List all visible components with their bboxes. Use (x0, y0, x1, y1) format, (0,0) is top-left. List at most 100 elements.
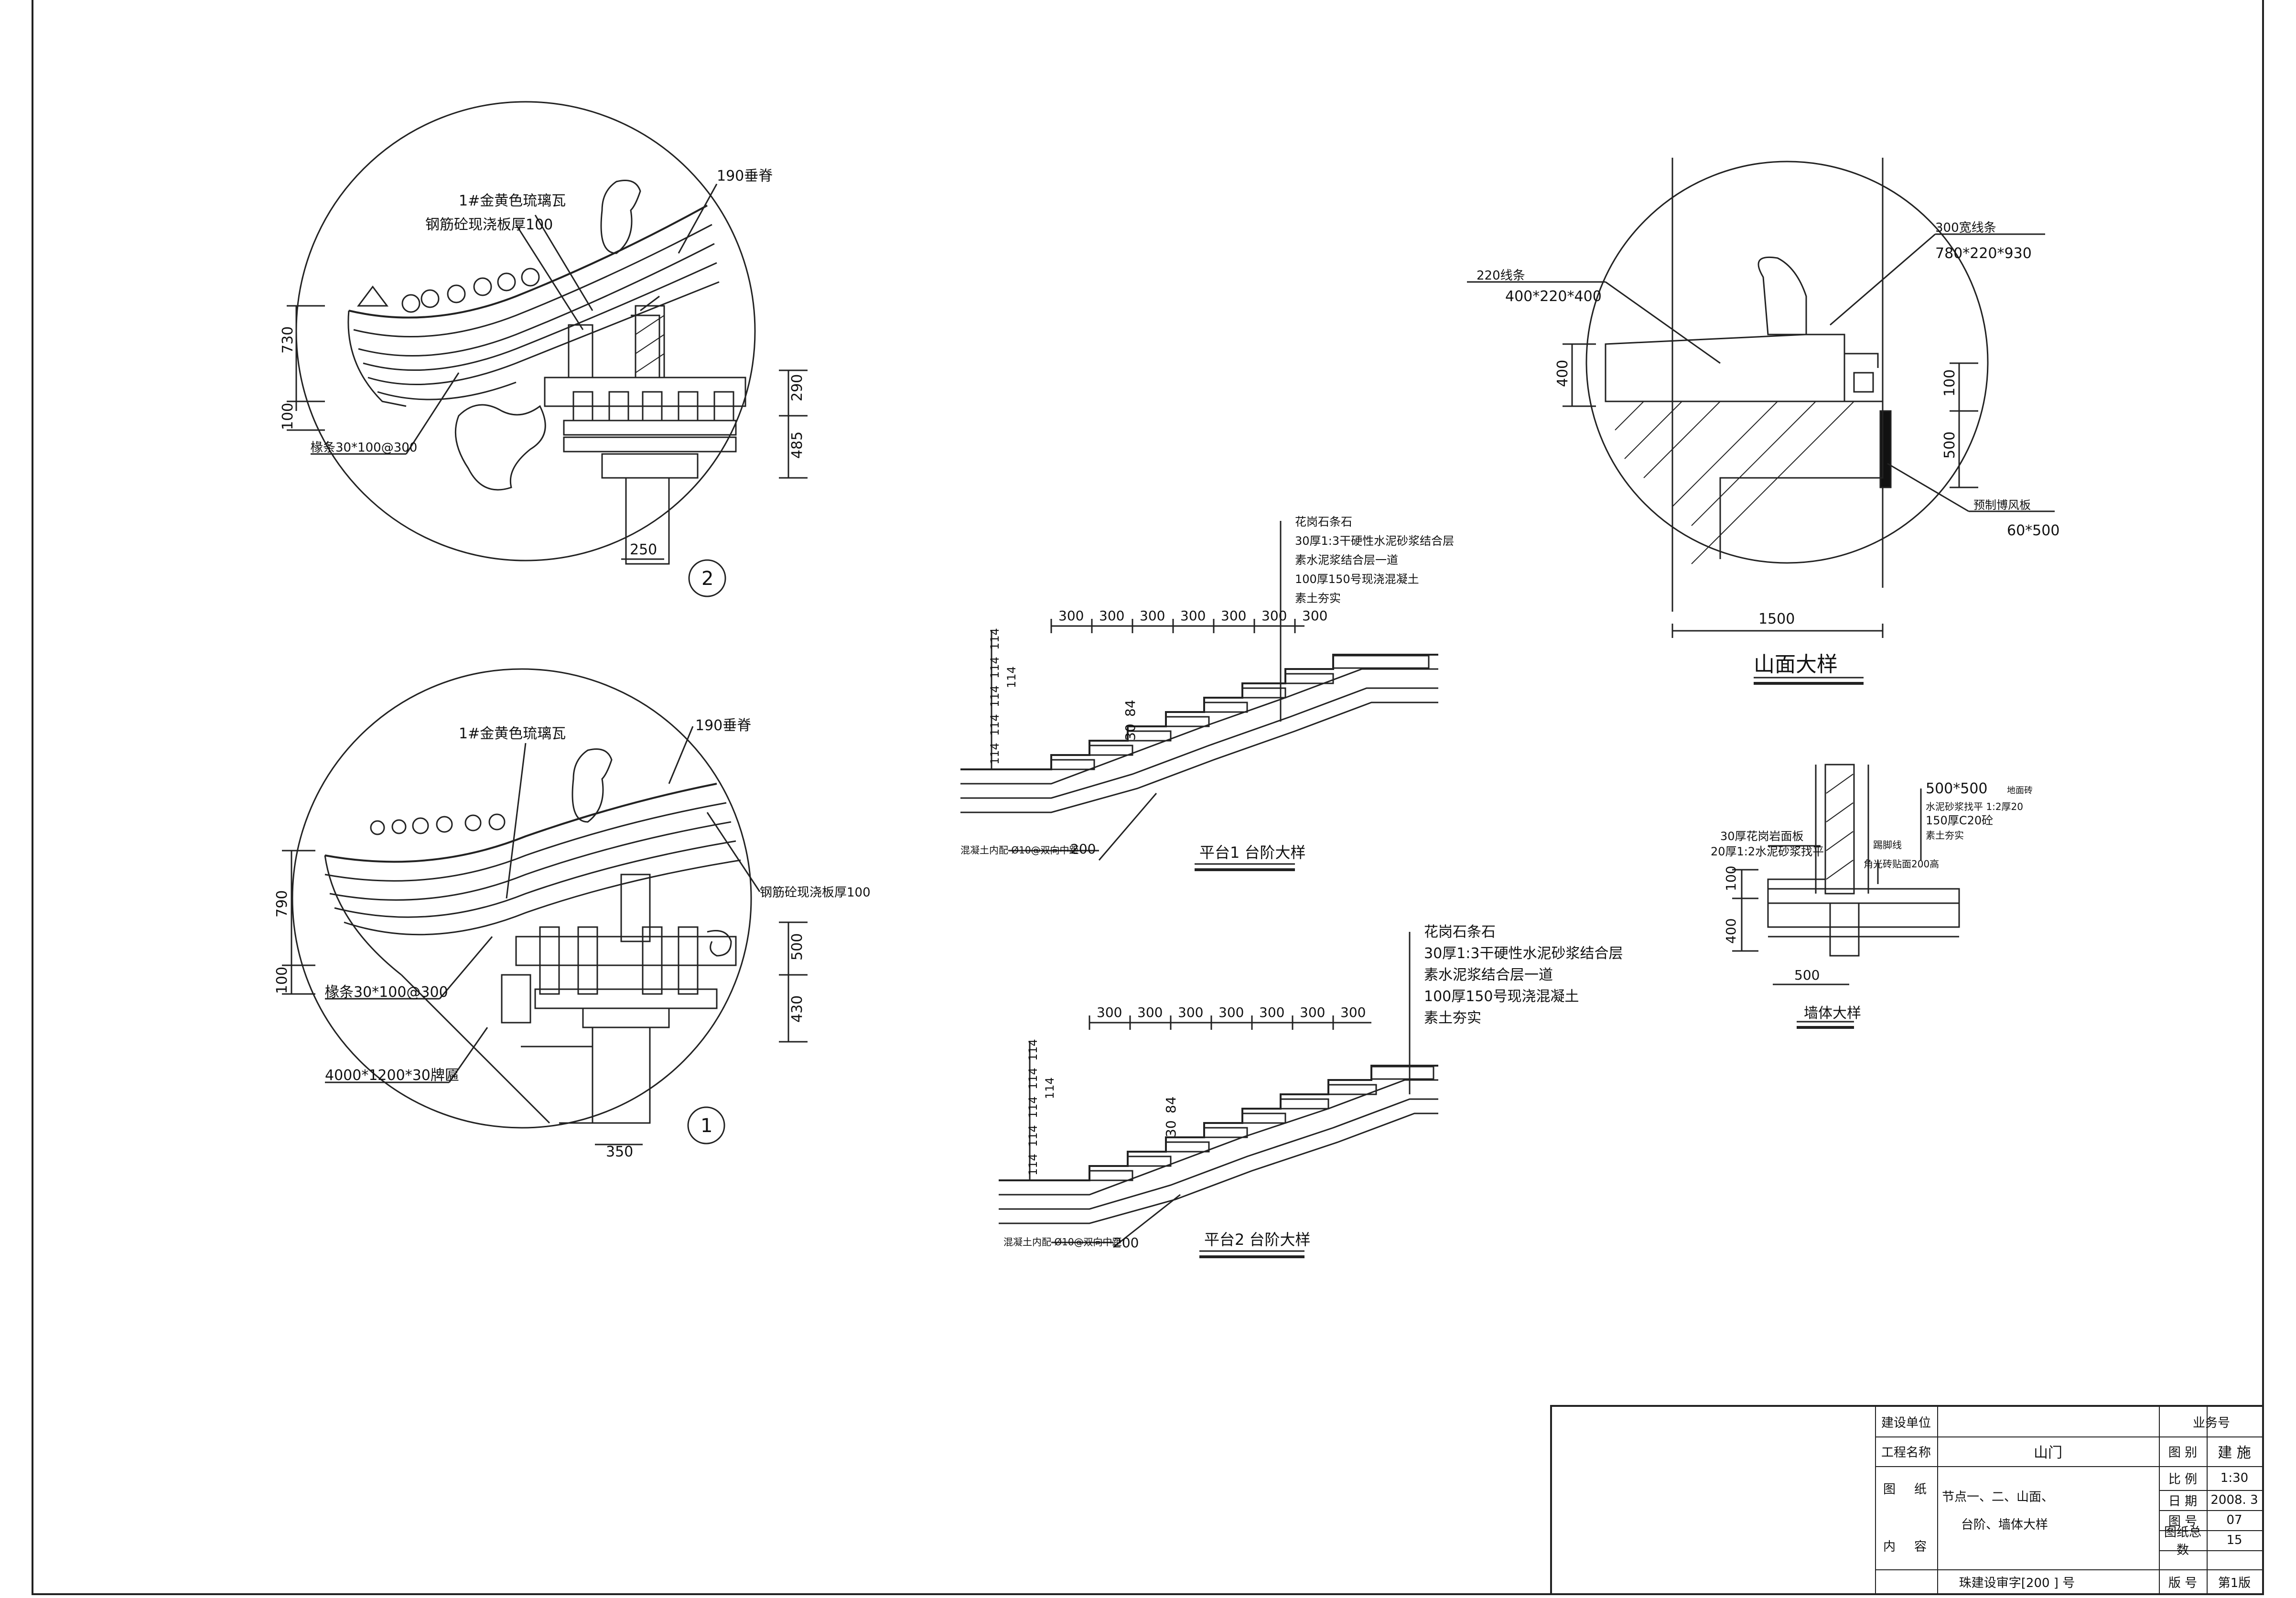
tb-date-label: 日 期 (2168, 1494, 2198, 1509)
gable-300-size: 780*220*930 (1935, 245, 2032, 262)
s1-layer-3: 100厚150号现浇混凝土 (1295, 572, 1419, 586)
roof-detail-2 (287, 101, 808, 597)
tb-divider (1937, 1407, 1938, 1593)
tb-content-label-1: 图 (1883, 1482, 1896, 1497)
wall-concrete: 150厚C20砼 (1926, 814, 1993, 827)
s2-layer-2: 素水泥浆结合层一道 (1424, 967, 1553, 983)
s2-riser-0: 114 (1026, 1039, 1040, 1061)
s1-tread-2: 300 (1140, 608, 1165, 624)
s1-tread-3: 300 (1180, 608, 1206, 624)
tb-divider (1875, 1407, 1876, 1593)
s2-riser-1: 114 (1026, 1068, 1040, 1090)
gable-dim-100: 100 (1941, 369, 1958, 397)
d2-slab-label: 钢筋砼现浇板厚100 (425, 216, 553, 233)
tb-date-value: 2008. 3 (2210, 1493, 2258, 1507)
wall-bed: 20厚1:2水泥砂浆找平 (1711, 845, 1824, 858)
tb-divider (1875, 1436, 2262, 1437)
d1-board-label: 4000*1200*30牌匾 (325, 1067, 459, 1084)
s1-layer-1: 30厚1:3干硬性水泥砂浆结合层 (1295, 534, 1454, 548)
gable-dim-400: 400 (1554, 360, 1571, 387)
roof-detail-1 (282, 668, 808, 1145)
d1-slab-label: 钢筋砼现浇板厚100 (760, 885, 871, 900)
s2-tread-2: 300 (1178, 1004, 1203, 1020)
tb-scale-label: 比 例 (2168, 1472, 2198, 1487)
tb-project-value: 山门 (2034, 1445, 2062, 1461)
wall-dim-100: 100 (1723, 866, 1739, 891)
d2-dim-730: 730 (280, 326, 296, 354)
gable-title: 山面大样 (1754, 652, 1838, 677)
d1-number: 1 (701, 1115, 712, 1137)
wall-size: 500*500 (1926, 780, 1988, 797)
tb-client-value (1937, 1407, 2159, 1436)
step-detail-1 (960, 521, 1438, 871)
wall-title: 墙体大样 (1804, 1005, 1861, 1022)
s2-tread-1: 300 (1137, 1004, 1163, 1020)
s1-layer-0: 花岗石条石 (1295, 515, 1352, 529)
d1-dim-790: 790 (274, 890, 291, 918)
gable-detail (1467, 158, 2055, 685)
s1-layer-4: 素土夯实 (1295, 592, 1341, 605)
s2-tread-4: 300 (1259, 1004, 1284, 1020)
s1-riser-4: 114 (988, 743, 1002, 765)
s2-riser-4: 114 (1026, 1154, 1040, 1176)
d1-ridge-label: 190垂脊 (695, 717, 751, 734)
tb-job-label: 业务号 (2192, 1415, 2230, 1430)
tb-version-label: 版 号 (2168, 1576, 2198, 1590)
s2-layer-1: 30厚1:3干硬性水泥砂浆结合层 (1424, 945, 1623, 962)
d2-glaze-label: 1#金黄色琉璃瓦 (459, 193, 566, 209)
tb-scale-value: 1:30 (2220, 1471, 2249, 1485)
s1-note: 混凝土内配 Ø10@双向中距 (960, 844, 1079, 856)
wall-skirt: 踢脚线 (1873, 839, 1902, 851)
d1-glaze-label: 1#金黄色琉璃瓦 (459, 725, 566, 742)
gable-board-name: 预制博风板 (1973, 498, 2031, 512)
d1-dim-100: 100 (274, 967, 291, 994)
tb-content-line2: 台阶、墙体大样 (1961, 1518, 2048, 1532)
s1-title: 平台1 台阶大样 (1199, 843, 1306, 862)
wall-detail-labels: 500*500 地面砖 水泥砂浆找平 1:2厚20 150厚C20砼 素土夯实 … (1711, 780, 2033, 1022)
tb-sheet-value: 07 (2226, 1513, 2242, 1527)
tb-divider (1875, 1466, 2262, 1467)
s1-riser-2: 114 (988, 685, 1002, 707)
s1-tread-1: 300 (1099, 608, 1124, 624)
tb-content-line1: 节点一、二、山面、 (1942, 1490, 2054, 1504)
s2-riser-2: 114 (1026, 1096, 1040, 1118)
d1-dim-430: 430 (789, 995, 806, 1023)
tb-type-label: 图 别 (2168, 1445, 2198, 1460)
wall-stone: 30厚花岗岩面板 (1720, 830, 1804, 843)
s1-layer-2: 素水泥浆结合层一道 (1295, 553, 1398, 567)
s1-tread-0: 300 (1058, 608, 1084, 624)
wall-dim-500: 500 (1794, 967, 1820, 983)
tb-content-label-3: 内 (1883, 1539, 1896, 1554)
s1-dim-200: 200 (1070, 841, 1096, 857)
s2-riser-5: 114 (1043, 1077, 1056, 1099)
tb-content-label-2: 纸 (1914, 1482, 1927, 1497)
step-detail-1-labels: 花岗石条石 30厚1:3干硬性水泥砂浆结合层 素水泥浆结合层一道 100厚150… (960, 515, 1454, 862)
s2-dim-30: 30 (1163, 1120, 1179, 1137)
s1-tread-4: 300 (1221, 608, 1246, 624)
tb-divider (2159, 1490, 2262, 1491)
s2-tread-5: 300 (1300, 1004, 1325, 1020)
wall-paving: 地面砖 (2007, 786, 2033, 796)
gable-detail-labels: 220线条 400*220*400 300宽线条 780*220*930 预制博… (1477, 221, 2059, 677)
s1-tread-5: 300 (1261, 608, 1287, 624)
d2-dim-485: 485 (789, 432, 806, 459)
tb-content: 节点一、二、山面、 台阶、墙体大样 (1937, 1466, 2164, 1569)
tb-divider (1875, 1569, 2262, 1570)
d1-rafter-label: 椽条30*100@300 (325, 984, 448, 1001)
tb-divider (2159, 1530, 2262, 1531)
s2-riser-3: 114 (1026, 1125, 1040, 1147)
d2-dim-290: 290 (789, 374, 806, 401)
tb-divider (2159, 1510, 2262, 1511)
s2-tread-3: 300 (1218, 1004, 1244, 1020)
tb-total-label: 图纸总数 (2164, 1525, 2201, 1557)
s1-riser-3: 114 (988, 714, 1002, 736)
s2-tread-0: 300 (1097, 1004, 1122, 1020)
d1-dim-500: 500 (789, 933, 806, 961)
step-detail-2-labels: 花岗石条石 30厚1:3干硬性水泥砂浆结合层 素水泥浆结合层一道 100厚150… (1003, 924, 1623, 1251)
s1-tread-6: 300 (1302, 608, 1327, 624)
s1-riser-1: 114 (988, 657, 1002, 679)
gable-dim-500: 500 (1941, 432, 1958, 459)
wall-dim-400: 400 (1723, 918, 1739, 944)
sheet-border (32, 0, 2264, 1595)
